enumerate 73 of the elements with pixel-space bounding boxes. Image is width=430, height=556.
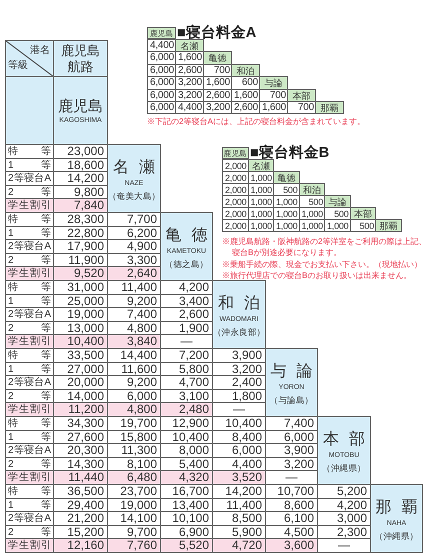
island-name: （沖縄県） bbox=[374, 531, 420, 542]
port-cell: 与論 bbox=[324, 195, 350, 208]
fare-cell: 9,520 bbox=[53, 266, 108, 281]
port-cell: 与論 bbox=[259, 76, 288, 90]
class-label-cell: 学生割引 bbox=[5, 198, 54, 213]
island-name: （徳之島） bbox=[164, 259, 210, 270]
class-label-cell: 学生割引 bbox=[5, 334, 54, 349]
port-name: 那 覇 bbox=[374, 499, 419, 517]
port-cell: 那覇 bbox=[315, 101, 344, 114]
class-label-cell: 2等寝台A bbox=[5, 307, 54, 322]
fare-cell: 3,840 bbox=[107, 334, 161, 349]
island-name: （沖永良部） bbox=[213, 327, 265, 338]
island-name: （与論島） bbox=[268, 395, 314, 406]
fare-cell: 6,000 bbox=[147, 101, 176, 114]
fare-cell: 7,840 bbox=[53, 198, 108, 213]
route-header-cell: 鹿児島航路 bbox=[53, 40, 108, 77]
fare-cell: 6,480 bbox=[107, 470, 161, 485]
fare-cell: 10,400 bbox=[53, 334, 108, 349]
column-heading: 港名 bbox=[30, 45, 50, 56]
port-cell: 和泊 bbox=[231, 64, 260, 78]
fare-cell: 11,440 bbox=[53, 470, 108, 485]
fare-cell: 3,200 bbox=[203, 101, 232, 114]
class-label-cell: 特 等 bbox=[5, 280, 54, 295]
fare-cell: 11,200 bbox=[53, 402, 108, 417]
port-name: 与 論 bbox=[269, 363, 314, 381]
port-cell: 亀徳 bbox=[203, 51, 232, 65]
fare-cell: 2,000 bbox=[222, 219, 248, 232]
fare-cell: 3,520 bbox=[212, 470, 266, 485]
port-name: 本 部 bbox=[322, 431, 366, 449]
class-label-cell: 学生割引 bbox=[5, 266, 54, 281]
port-cell: 那覇 bbox=[375, 219, 402, 232]
fare-cell: 12,160 bbox=[53, 538, 108, 553]
class-label-cell: 特 等 bbox=[5, 484, 54, 499]
note-text: ※旅行代理店での寝台Bのお取り扱いは出来ません。 bbox=[222, 270, 412, 281]
class-label-cell: 特 等 bbox=[5, 416, 54, 431]
note-text: ※下記の2等寝台Aには、上記の寝台料金が含まれています。 bbox=[147, 116, 366, 127]
fare-cell: 4,320 bbox=[160, 470, 213, 485]
fare-cell: 4,720 bbox=[212, 538, 266, 553]
port-name: 亀 徳 bbox=[164, 227, 209, 245]
port-name: 鹿児島 bbox=[57, 99, 104, 115]
port-name: 名 瀬 bbox=[112, 159, 156, 177]
fare-cell: 3,600 bbox=[265, 538, 318, 553]
fare-cell: 4,400 bbox=[175, 101, 204, 114]
note-text: ※鹿児島航路・阪神航路の2等洋室をご利用の際は上記、寝台Bが別途必要になります。 bbox=[222, 236, 427, 258]
class-label-cell: 特 等 bbox=[5, 212, 54, 227]
port-cell: 名瀬 bbox=[175, 39, 204, 52]
class-label-cell: 学生割引 bbox=[5, 538, 54, 553]
fare-cell: 2,600 bbox=[231, 101, 260, 114]
fare-cell: 700 bbox=[287, 101, 316, 114]
fare-cell: 2,480 bbox=[160, 402, 213, 417]
class-label-cell: 学生割引 bbox=[5, 470, 54, 485]
class-label-cell: 2等寝台A bbox=[5, 511, 54, 526]
fare-cell: 5,520 bbox=[160, 538, 213, 553]
table-title: ■寝台料金A bbox=[177, 24, 256, 42]
fare-cell: 1,600 bbox=[259, 101, 288, 114]
class-label-cell: 2等寝台A bbox=[5, 239, 54, 254]
port-name: 和 泊 bbox=[216, 295, 262, 313]
port-cell: 亀徳 bbox=[273, 171, 300, 184]
fare-cell: 2,640 bbox=[107, 266, 161, 281]
island-name: （奄美大島） bbox=[108, 191, 160, 202]
class-label-cell: 2等寝台A bbox=[5, 171, 54, 186]
class-label-cell: 2等寝台A bbox=[5, 443, 54, 458]
class-label-cell: 特 等 bbox=[5, 348, 54, 363]
table-title: ■寝台料金B bbox=[250, 144, 330, 162]
port-cell: 本部 bbox=[287, 88, 316, 102]
island-name: （沖縄県） bbox=[321, 463, 367, 474]
row-heading: 等級 bbox=[8, 60, 28, 71]
note-text: ※乗船手続の際、現金でお支払い下さい。（現地払い） bbox=[222, 259, 422, 270]
fare-cell: 7,760 bbox=[107, 538, 161, 553]
class-label-cell: 特 等 bbox=[5, 144, 54, 159]
class-label-cell: 2等寝台A bbox=[5, 375, 54, 390]
class-label-cell: 学生割引 bbox=[5, 402, 54, 417]
fare-cell: 4,800 bbox=[107, 402, 161, 417]
